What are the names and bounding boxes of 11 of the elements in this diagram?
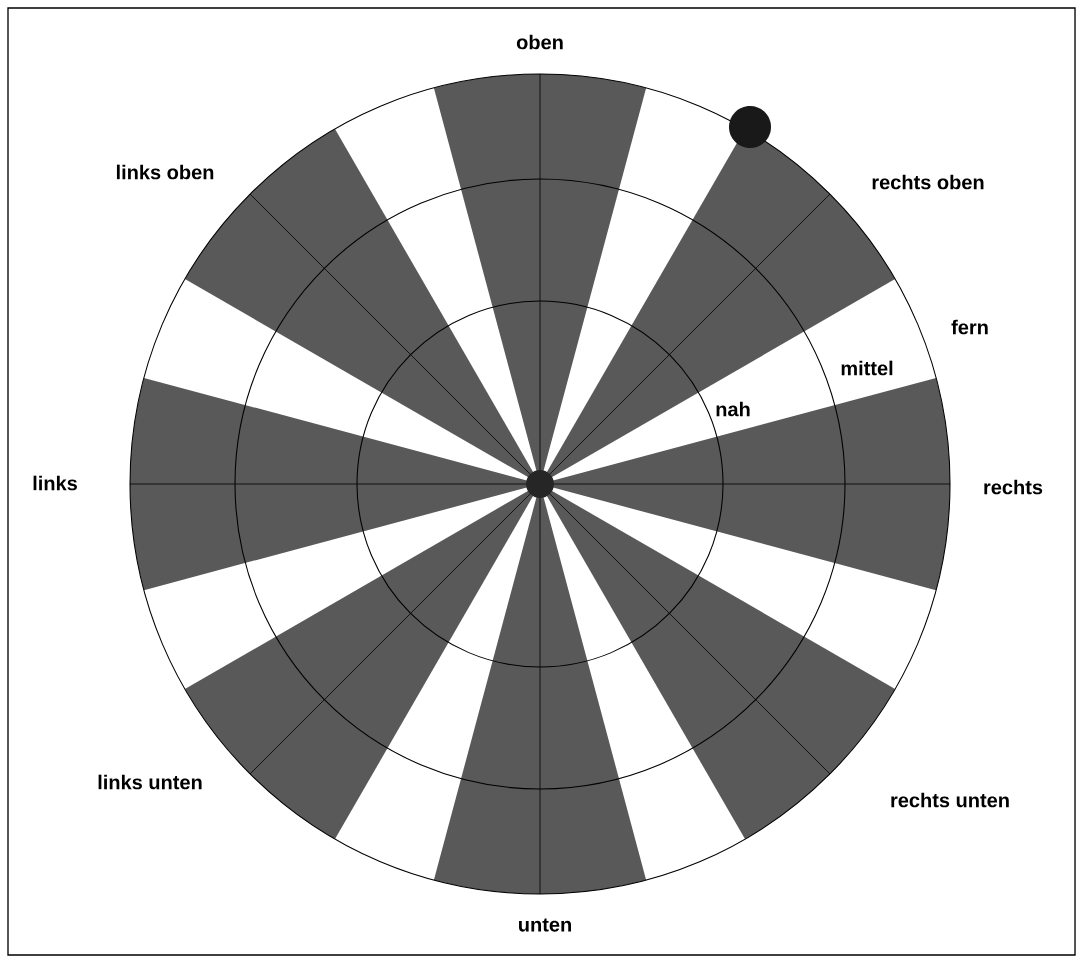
direction-label: oben bbox=[516, 34, 563, 50]
distance-label: fern bbox=[951, 319, 988, 335]
direction-label: rechts bbox=[984, 479, 1043, 495]
direction-label: links oben bbox=[116, 164, 214, 180]
direction-label: unten bbox=[519, 918, 571, 932]
direction-label: rechts unten bbox=[891, 792, 1009, 808]
direction-label: links bbox=[33, 475, 77, 491]
direction-label: links unten bbox=[98, 774, 202, 790]
distance-label: mittel bbox=[841, 360, 893, 376]
distance-label: nah bbox=[716, 401, 750, 417]
direction-label: rechts oben bbox=[872, 174, 984, 190]
